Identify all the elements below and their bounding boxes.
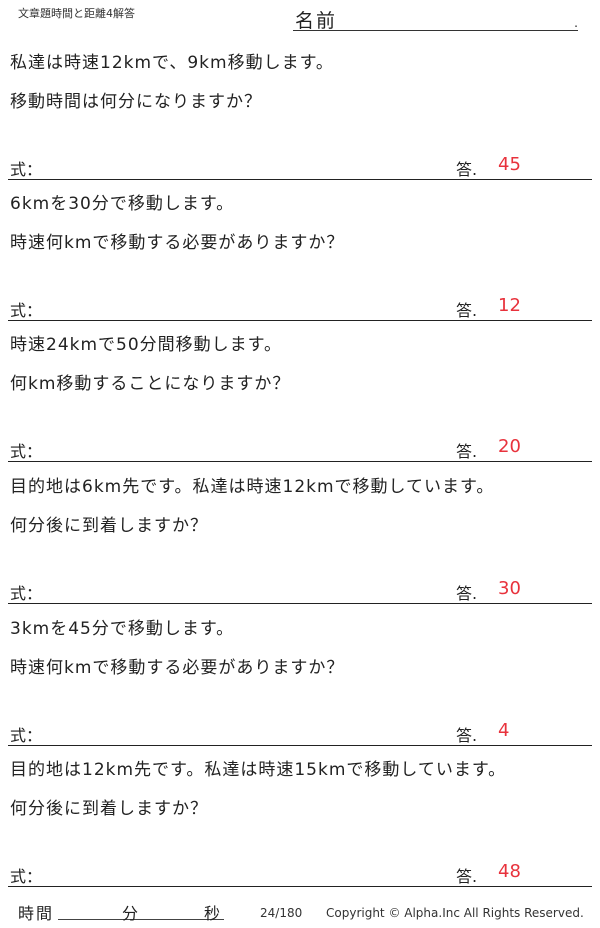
answer-value: 48 bbox=[498, 861, 521, 882]
question-line-2: 何分後に到着しますか？ bbox=[10, 516, 208, 536]
time-label: 時間 bbox=[18, 904, 55, 923]
answer-value: 20 bbox=[498, 436, 521, 457]
problem-6: 目的地は12km先です。私達は時速15kmで移動しています。 何分後に到着します… bbox=[8, 745, 592, 887]
name-field: 名前 . bbox=[293, 6, 578, 32]
question-line-2: 移動時間は何分になりますか？ bbox=[10, 92, 262, 112]
question-line-2: 時速何kmで移動する必要がありますか？ bbox=[10, 233, 345, 253]
minutes-label: 分 bbox=[122, 904, 139, 923]
problem-4: 目的地は6km先です。私達は時速12kmで移動しています。 何分後に到着しますか… bbox=[8, 462, 592, 604]
name-dot: . bbox=[574, 16, 578, 30]
question-line-1: 6kmを30分で移動します。 bbox=[10, 194, 235, 214]
formula-label: 式： bbox=[10, 442, 43, 461]
question-line-1: 時速24kmで50分間移動します。 bbox=[10, 335, 282, 355]
footer: 時間 分 秒 24/180 Copyright © Alpha.Inc All … bbox=[0, 896, 600, 928]
question-line-1: 目的地は12km先です。私達は時速15kmで移動しています。 bbox=[10, 760, 507, 780]
question-line-2: 何km移動することになりますか？ bbox=[10, 374, 291, 394]
formula-label: 式： bbox=[10, 301, 43, 320]
question-line-2: 時速何kmで移動する必要がありますか？ bbox=[10, 658, 345, 678]
formula-label: 式： bbox=[10, 726, 43, 745]
answer-label: 答. bbox=[456, 867, 478, 886]
problem-3: 時速24kmで50分間移動します。 何km移動することになりますか？ 式： 答.… bbox=[8, 320, 592, 462]
problem-1: 私達は時速12kmで、9km移動します。 移動時間は何分になりますか？ 式： 答… bbox=[8, 38, 592, 180]
question-line-2: 何分後に到着しますか？ bbox=[10, 799, 208, 819]
answer-value: 45 bbox=[498, 154, 521, 175]
answer-value: 4 bbox=[498, 720, 510, 741]
name-label: 名前 bbox=[295, 10, 338, 32]
question-line-1: 3kmを45分で移動します。 bbox=[10, 619, 235, 639]
answer-label: 答. bbox=[456, 442, 478, 461]
answer-label: 答. bbox=[456, 726, 478, 745]
answer-label: 答. bbox=[456, 160, 478, 179]
time-underline bbox=[58, 919, 224, 920]
question-line-1: 目的地は6km先です。私達は時速12kmで移動しています。 bbox=[10, 477, 495, 497]
formula-label: 式： bbox=[10, 867, 43, 886]
answer-value: 12 bbox=[498, 295, 521, 316]
worksheet-title: 文章題時間と距離4解答 bbox=[18, 7, 135, 20]
formula-label: 式： bbox=[10, 160, 43, 179]
question-line-1: 私達は時速12kmで、9km移動します。 bbox=[10, 53, 334, 73]
problem-2: 6kmを30分で移動します。 時速何kmで移動する必要がありますか？ 式： 答.… bbox=[8, 179, 592, 321]
copyright: Copyright © Alpha.Inc All Rights Reserve… bbox=[326, 906, 584, 920]
answer-value: 30 bbox=[498, 578, 521, 599]
page-number: 24/180 bbox=[260, 906, 303, 920]
answer-label: 答. bbox=[456, 584, 478, 603]
seconds-label: 秒 bbox=[204, 904, 221, 923]
answer-label: 答. bbox=[456, 301, 478, 320]
problem-5: 3kmを45分で移動します。 時速何kmで移動する必要がありますか？ 式： 答.… bbox=[8, 604, 592, 746]
formula-label: 式： bbox=[10, 584, 43, 603]
